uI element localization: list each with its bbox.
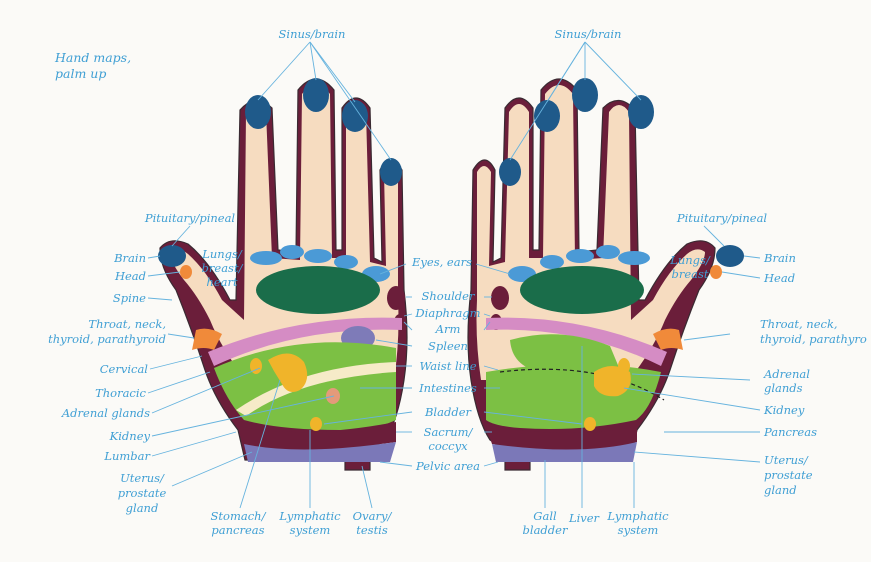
right-adrenal-small <box>618 358 630 374</box>
label-pituitary-right: Pituitary/pineal <box>676 211 768 225</box>
label-lymphatic-right-1: Lymphatic <box>606 509 669 523</box>
label-arm: Arm <box>435 322 461 336</box>
label-pituitary-left: Pituitary/pineal <box>144 211 236 225</box>
label-eyes-ears: Eyes, ears <box>411 255 472 269</box>
label-uterus-right-3: gland <box>764 483 797 497</box>
label-lungs-left-1: Lungs/ <box>201 247 243 261</box>
label-waist-line: Waist line <box>419 359 476 373</box>
label-lymphatic-left-2: system <box>290 523 331 537</box>
label-bladder: Bladder <box>424 405 473 419</box>
label-sacrum-1: Sacrum/ <box>424 425 474 439</box>
label-uterus-right-2: prostate <box>764 468 813 482</box>
left-head-dot <box>180 265 192 279</box>
label-pancreas-right: Pancreas <box>763 425 817 439</box>
label-diaphragm: Diaphragm <box>414 306 480 320</box>
label-throat-right-2: thyroid, parathyro <box>760 332 867 346</box>
label-adrenal-left: Adrenal glands <box>61 406 150 420</box>
label-uterus-left-1: Uterus/ <box>120 471 165 485</box>
label-spleen: Spleen <box>428 339 468 353</box>
label-sacrum-2: coccyx <box>428 439 468 453</box>
label-intestines: Intestines <box>418 381 477 395</box>
left-thumb-tip <box>158 245 186 267</box>
label-brain-right: Brain <box>763 251 796 265</box>
label-cervical-left: Cervical <box>100 362 149 376</box>
title-line-1: Hand maps, <box>54 50 131 65</box>
right-fingertip-little <box>499 158 521 186</box>
label-lungs-right-1: Lungs/ <box>669 253 711 267</box>
left-shoulder-zone <box>387 286 405 310</box>
label-ovary-left-1: Ovary/ <box>353 509 393 523</box>
label-uterus-right-1: Uterus/ <box>764 453 809 467</box>
right-bladder-dot <box>584 417 596 431</box>
label-stomach-left-2: pancreas <box>211 523 264 537</box>
right-lungs-zone <box>520 266 644 314</box>
label-lumbar-left: Lumbar <box>103 449 151 463</box>
right-thumb-tip <box>716 245 744 267</box>
left-hand <box>158 78 407 470</box>
label-kidney-left: Kidney <box>109 429 151 443</box>
label-throat-left-1: Throat, neck, <box>88 317 166 331</box>
right-fingertip-index <box>628 95 654 129</box>
label-pelvic-area: Pelvic area <box>415 459 480 473</box>
label-uterus-left-2: prostate <box>118 486 167 500</box>
right-shoulder-zone <box>491 286 509 310</box>
label-ovary-left-2: testis <box>356 523 388 537</box>
left-fingertip-ring <box>342 100 368 132</box>
label-throat-right-1: Throat, neck, <box>760 317 838 331</box>
left-lungs-zone <box>256 266 380 314</box>
label-thoracic-left: Thoracic <box>95 386 146 400</box>
center-labels: Eyes, ears Shoulder Diaphragm Arm Spleen… <box>411 255 481 473</box>
title-line-2: palm up <box>55 66 106 81</box>
left-bladder-dot <box>310 417 322 431</box>
right-fingertip-middle <box>572 78 598 112</box>
label-lymphatic-left-1: Lymphatic <box>278 509 341 523</box>
label-sinus-right: Sinus/brain <box>555 27 622 41</box>
label-lungs-right-2: breast <box>671 267 708 281</box>
label-uterus-left-3: gland <box>126 501 159 515</box>
label-head-right: Head <box>763 271 795 285</box>
label-sinus-left: Sinus/brain <box>279 27 346 41</box>
label-liver-right: Liver <box>568 511 601 525</box>
left-fingertip-little <box>380 158 402 186</box>
label-head-left: Head <box>114 269 146 283</box>
label-lungs-left-2: breast/ <box>202 261 244 275</box>
label-gall-right-1: Gall <box>533 509 557 523</box>
label-adrenal-right-2: glands <box>764 381 803 395</box>
label-brain-left: Brain <box>113 251 146 265</box>
label-gall-right-2: bladder <box>523 523 569 537</box>
label-adrenal-right-1: Adrenal <box>763 367 810 381</box>
label-stomach-left-1: Stomach/ <box>211 509 267 523</box>
label-throat-left-2: thyroid, parathyroid <box>48 332 166 346</box>
label-spine-left: Spine <box>113 291 146 305</box>
right-head-dot <box>710 265 722 279</box>
label-kidney-right: Kidney <box>763 403 805 417</box>
label-shoulder: Shoulder <box>422 289 476 303</box>
label-lungs-left-3: heart <box>206 275 238 289</box>
left-fingertip-middle <box>303 78 329 112</box>
label-lymphatic-right-2: system <box>618 523 659 537</box>
left-fingertip-index <box>245 95 271 129</box>
